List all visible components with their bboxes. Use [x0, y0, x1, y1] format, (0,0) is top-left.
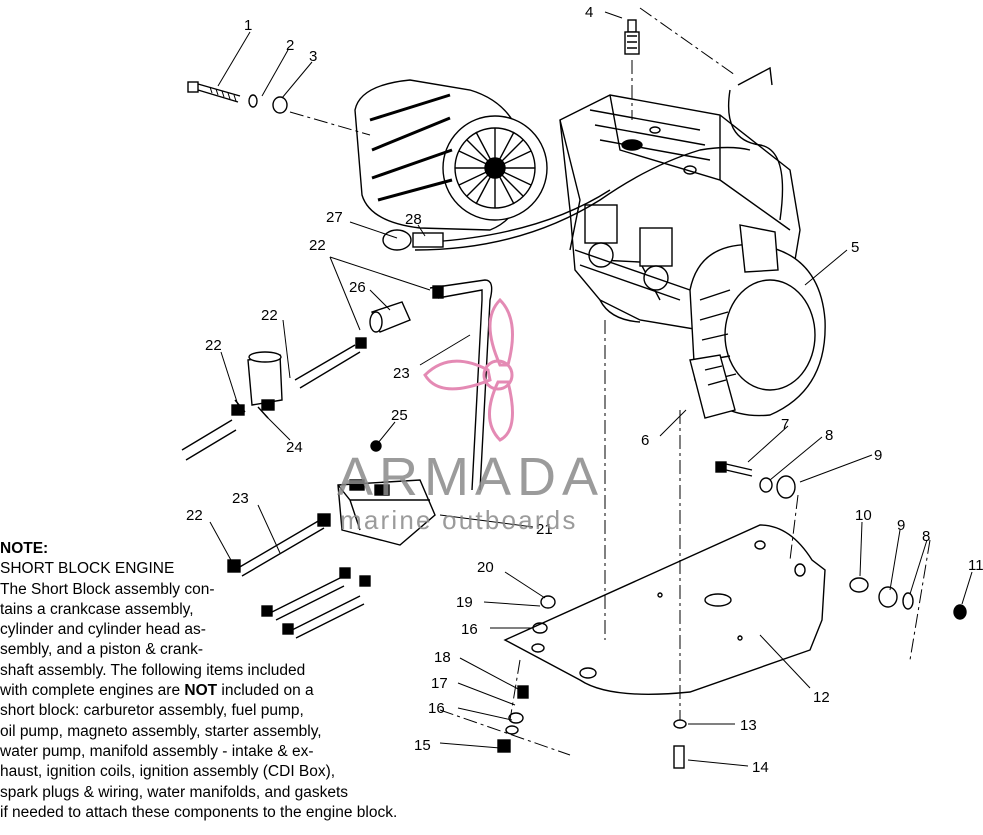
recoil-starter-drawing — [354, 79, 548, 231]
callout-25: 25 — [391, 407, 408, 424]
note-line: cylinder and cylinder head as- — [0, 621, 206, 639]
note-not-emphasis: NOT — [184, 682, 218, 700]
leader-lines — [209, 11, 973, 767]
fitting-drawing — [370, 440, 382, 452]
spark-plug-drawing — [624, 19, 640, 55]
callout-2: 2 — [286, 37, 294, 54]
callout-21: 21 — [536, 521, 553, 538]
callout-11: 11 — [968, 557, 983, 574]
note-line: haust, ignition coils, ignition assembly… — [0, 763, 336, 781]
callout-18: 18 — [434, 649, 451, 666]
note-subheading: SHORT BLOCK ENGINE — [0, 560, 175, 578]
short-block-note: NOTE: SHORT BLOCK ENGINE The Short Block… — [0, 539, 500, 823]
callout-26: 26 — [349, 279, 366, 296]
callout-labels: 1 2 3 4 5 6 7 8 9 10 9 8 11 12 13 14 15 … — [186, 4, 983, 776]
note-line-not: with complete engines are NOT included o… — [0, 681, 500, 701]
note-not-post: included on a — [217, 682, 314, 700]
callout-13: 13 — [740, 717, 757, 734]
callout-8-upper: 8 — [825, 427, 833, 444]
callout-22-bottom: 22 — [186, 507, 203, 524]
callout-27: 27 — [326, 209, 343, 226]
watermark-subtitle: marine outboards — [340, 505, 578, 535]
magneto-cover-drawing — [689, 224, 826, 419]
callout-12: 12 — [813, 689, 830, 706]
callout-15: 15 — [414, 737, 431, 754]
note-line: water pump, manifold assembly - intake &… — [0, 742, 314, 760]
callout-24: 24 — [286, 439, 303, 456]
mount-hardware-drawing — [715, 461, 967, 620]
note-line: The Short Block assembly con- — [0, 580, 215, 598]
carburetor-drawing — [574, 204, 691, 301]
note-line: if needed to attach these components to … — [0, 803, 398, 821]
callout-22-pump: 22 — [205, 337, 222, 354]
note-line: short block: carburetor assembly, fuel p… — [0, 702, 304, 720]
callout-16-upper: 16 — [461, 621, 478, 638]
bottom-fastener-drawing — [497, 595, 687, 769]
callout-22-top: 22 — [309, 237, 326, 254]
callout-19: 19 — [456, 594, 473, 611]
note-not-pre: with complete engines are — [0, 682, 185, 700]
watermark-brand: ARMADA — [337, 447, 605, 507]
hose-clamp-drawing — [382, 229, 412, 251]
callout-28: 28 — [405, 211, 422, 228]
note-line: oil pump, magneto assembly, starter asse… — [0, 722, 322, 740]
note-line: spark plugs & wiring, water manifolds, a… — [0, 783, 349, 801]
note-line: sembly, and a piston & crank- — [0, 641, 204, 659]
note-line: tains a crankcase assembly, — [0, 600, 194, 618]
callout-22-filter: 22 — [261, 307, 278, 324]
callout-9-right: 9 — [897, 517, 905, 534]
callout-23-upper: 23 — [393, 365, 410, 382]
fuel-lines-drawing — [181, 279, 493, 639]
bolt-washer-nut-drawing — [187, 81, 288, 114]
callout-14: 14 — [752, 759, 769, 776]
fuel-filter-drawing — [369, 301, 411, 333]
callout-1: 1 — [244, 17, 252, 34]
callout-17: 17 — [431, 675, 448, 692]
callout-8-right: 8 — [922, 528, 930, 545]
callout-20: 20 — [477, 559, 494, 576]
watermark-propeller-logo — [423, 297, 514, 442]
mounting-plate-drawing — [503, 524, 826, 695]
note-line: shaft assembly. The following items incl… — [0, 661, 306, 679]
callout-4: 4 — [585, 4, 593, 21]
callout-10: 10 — [855, 507, 872, 524]
fuel-pump-drawing — [231, 351, 283, 419]
throttle-cable-line — [414, 146, 751, 251]
callout-7: 7 — [781, 416, 789, 433]
manifold-block-drawing — [337, 479, 436, 546]
callout-6: 6 — [641, 432, 649, 449]
callout-3: 3 — [309, 48, 317, 65]
callout-23-lower: 23 — [232, 490, 249, 507]
note-heading: NOTE: — [0, 540, 49, 557]
alignment-lines — [289, 7, 931, 756]
spark-plug-wire-line — [728, 89, 784, 221]
callout-16-lower: 16 — [428, 700, 445, 717]
callout-5: 5 — [851, 239, 859, 256]
callout-9-upper: 9 — [874, 447, 882, 464]
